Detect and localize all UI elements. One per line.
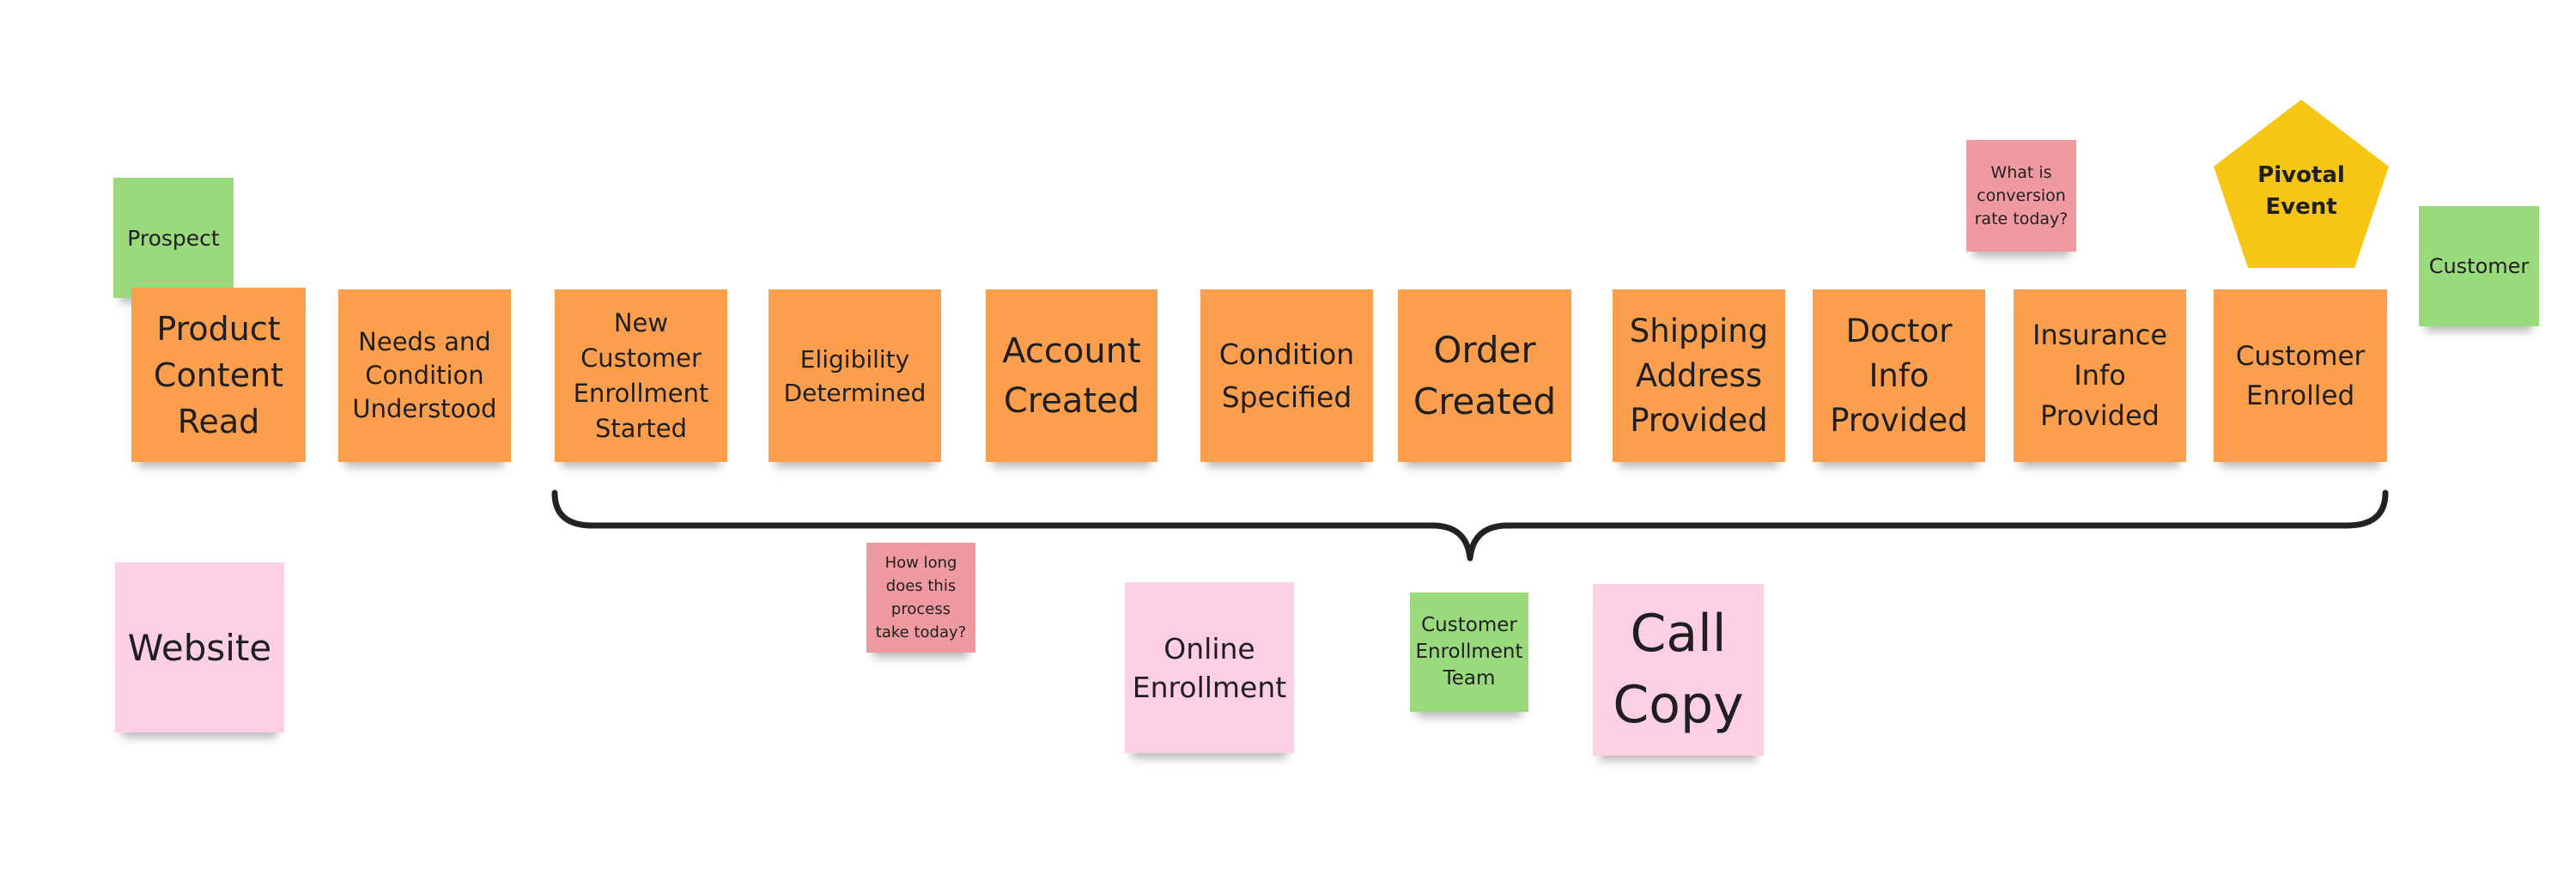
sticky-shipping-address-text: Shipping Address Provided xyxy=(1629,312,1769,439)
brace-path xyxy=(551,489,2389,562)
sticky-prospect-text: Prospect xyxy=(127,225,220,251)
sticky-product-content-read[interactable]: Product Content Read xyxy=(131,288,306,462)
sticky-conversion-question-text: What is conversion rate today? xyxy=(1974,162,2069,228)
sticky-doctor-info-provided[interactable]: Doctor Info Provided xyxy=(1813,289,1985,462)
sticky-needs-condition-text: Needs and Condition Understood xyxy=(352,327,497,423)
sticky-customer-enrolled[interactable]: Customer Enrolled xyxy=(2214,289,2387,462)
sticky-customer-text: Customer xyxy=(2428,254,2530,278)
sticky-call-copy[interactable]: Call Copy xyxy=(1593,584,1764,756)
sticky-insurance-info-text: Insurance Info Provided xyxy=(2032,319,2167,432)
sticky-condition-specified-text: Condition Specified xyxy=(1218,337,1355,414)
sticky-order-created[interactable]: Order Created xyxy=(1398,289,1571,462)
sticky-customer[interactable]: Customer xyxy=(2419,206,2539,326)
sticky-insurance-info-provided[interactable]: Insurance Info Provided xyxy=(2014,289,2186,462)
sticky-shipping-address-provided[interactable]: Shipping Address Provided xyxy=(1613,289,1785,462)
sticky-customer-enrollment-team-text: Customer Enrollment Team xyxy=(1415,614,1523,690)
sticky-how-long-question-text: How long does this process take today? xyxy=(875,554,967,641)
sticky-customer-enrolled-text: Customer Enrolled xyxy=(2235,340,2366,411)
pivotal-event-label: Pivotal Event xyxy=(2257,162,2345,220)
sticky-product-content-read-text: Product Content Read xyxy=(153,309,284,441)
sticky-order-created-text: Order Created xyxy=(1413,328,1557,422)
sticky-account-created[interactable]: Account Created xyxy=(986,289,1157,462)
sticky-eligibility-determined[interactable]: Eligibility Determined xyxy=(769,289,941,462)
sticky-conversion-question[interactable]: What is conversion rate today? xyxy=(1966,140,2076,252)
sticky-website[interactable]: Website xyxy=(115,562,284,732)
sticky-online-enrollment-text: Online Enrollment xyxy=(1132,631,1287,704)
sticky-prospect[interactable]: Prospect xyxy=(113,178,234,298)
sticky-condition-specified[interactable]: Condition Specified xyxy=(1200,289,1373,462)
sticky-needs-condition-understood[interactable]: Needs and Condition Understood xyxy=(338,289,511,462)
sticky-doctor-info-text: Doctor Info Provided xyxy=(1830,312,1968,439)
sticky-customer-enrollment-team[interactable]: Customer Enrollment Team xyxy=(1410,592,1528,712)
sticky-website-text: Website xyxy=(127,626,272,669)
sticky-new-enrollment-text: New Customer Enrollment Started xyxy=(573,307,709,443)
sticky-account-created-text: Account Created xyxy=(1002,331,1141,421)
sticky-eligibility-text: Eligibility Determined xyxy=(783,344,927,407)
sticky-online-enrollment[interactable]: Online Enrollment xyxy=(1125,582,1294,753)
sticky-call-copy-text: Call Copy xyxy=(1613,604,1744,735)
sticky-new-customer-enrollment-started[interactable]: New Customer Enrollment Started xyxy=(555,289,727,462)
sticky-how-long-question[interactable]: How long does this process take today? xyxy=(866,543,975,653)
